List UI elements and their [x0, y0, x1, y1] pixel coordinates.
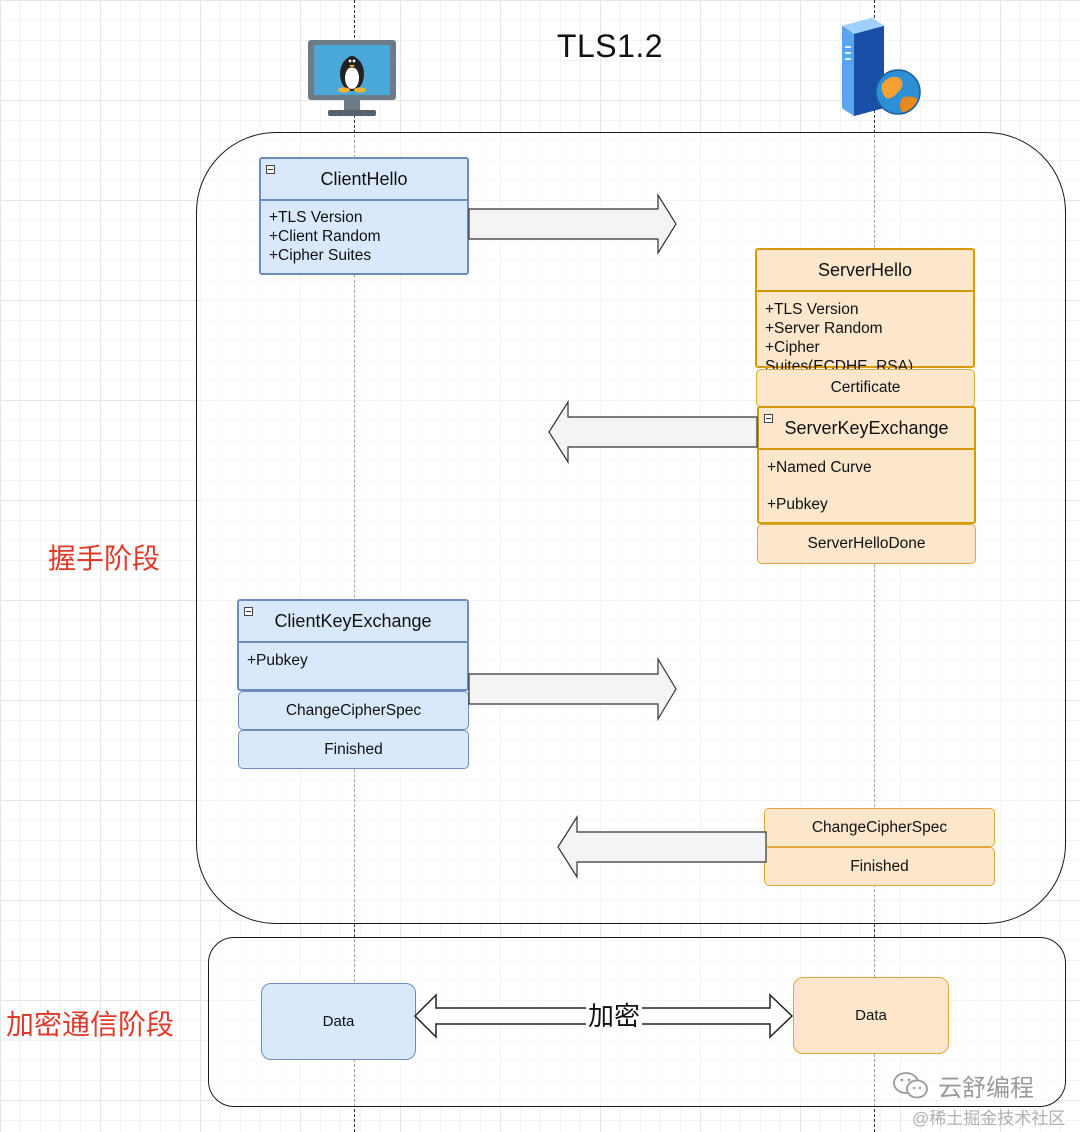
client-key-exchange-title: ClientKeyExchange — [274, 611, 432, 631]
handshake-phase-label: 握手阶段 — [48, 543, 161, 574]
server-change-cipher-spec-message: ChangeCipherSpec — [764, 808, 995, 847]
client-hello-title: ClientHello — [320, 169, 408, 189]
server-hello-field: +Server Random — [765, 320, 883, 337]
server-key-exchange-field: +Pubkey — [767, 496, 828, 513]
server-hello-message: ServerHello +TLS Version +Server Random … — [755, 248, 975, 375]
collapse-icon — [266, 165, 275, 174]
watermark-brand: 云舒编程 — [938, 1075, 1034, 1102]
client-hello-message: ClientHello +TLS Version +Client Random … — [259, 157, 469, 275]
diagram-title: TLS1.2 — [556, 28, 664, 64]
server-hello-arrow — [548, 399, 758, 465]
wechat-icon — [893, 1072, 928, 1099]
client-hello-field: +Cipher Suites — [269, 247, 372, 264]
client-key-exchange-field: +Pubkey — [247, 652, 308, 669]
server-hello-field: +TLS Version — [765, 301, 859, 318]
client-change-cipher-spec-message: ChangeCipherSpec — [238, 691, 469, 730]
linux-monitor-icon — [308, 40, 396, 116]
collapse-icon — [244, 607, 253, 616]
server-key-exchange-title: ServerKeyExchange — [784, 418, 949, 438]
watermark-community: @稀土掘金技术社区 — [912, 1109, 1066, 1128]
collapse-icon — [764, 414, 773, 423]
server-key-exchange-field: +Named Curve — [767, 459, 872, 476]
client-hello-arrow — [468, 192, 677, 256]
server-data-box: Data — [793, 977, 949, 1054]
server-finished-arrow — [557, 814, 767, 880]
certificate-message: Certificate — [756, 369, 975, 407]
client-hello-field: +TLS Version — [269, 209, 363, 226]
server-globe-icon — [842, 18, 921, 116]
client-hello-field: +Client Random — [269, 228, 381, 245]
client-data-box: Data — [261, 983, 416, 1060]
server-finished-message: Finished — [764, 847, 995, 886]
server-hello-title: ServerHello — [817, 260, 913, 280]
client-finished-message: Finished — [238, 730, 469, 769]
client-key-exchange-arrow — [468, 656, 677, 722]
encrypted-phase-label: 加密通信阶段 — [6, 1009, 175, 1040]
encrypt-label: 加密 — [586, 1000, 643, 1032]
server-key-exchange-message: ServerKeyExchange +Named Curve +Pubkey — [757, 406, 976, 524]
client-key-exchange-message: ClientKeyExchange +Pubkey — [237, 599, 469, 691]
server-hello-done-message: ServerHelloDone — [757, 524, 976, 564]
